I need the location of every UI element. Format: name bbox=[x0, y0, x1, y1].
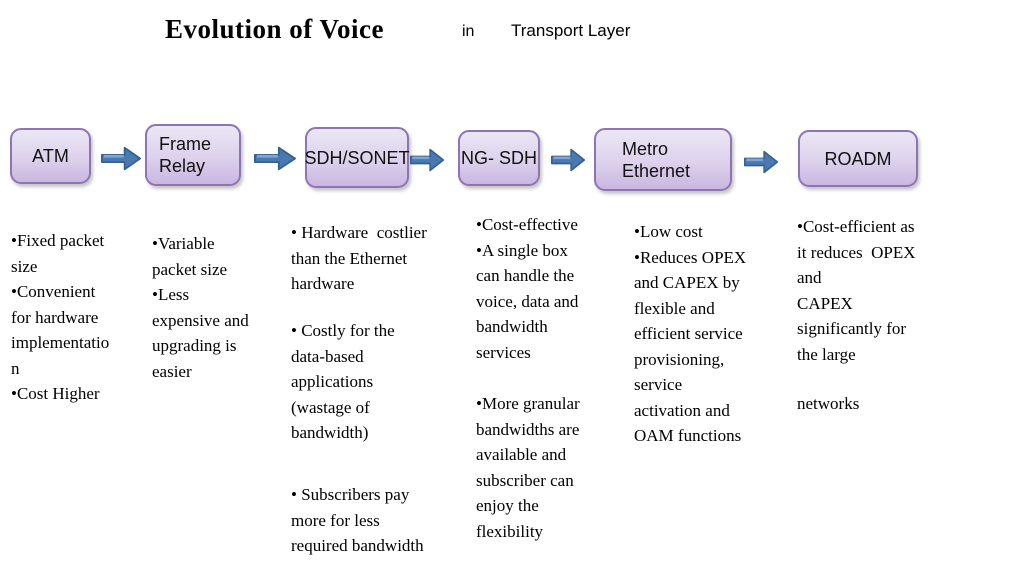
bullet-list-ng-sdh-1: •Cost-effective •A single box can handle… bbox=[476, 215, 579, 362]
flow-node-ng-sdh: NG- SDH bbox=[458, 130, 540, 186]
title-subtitle: Transport Layer bbox=[511, 21, 631, 40]
bullet-list-sdh-sonet-1: • Hardware costlier than the Ethernet ha… bbox=[291, 223, 427, 293]
bullet-list-metro-ethernet: •Low cost •Reduces OPEX and CAPEX by fle… bbox=[634, 222, 747, 445]
arrow-right-icon bbox=[551, 147, 585, 173]
bullet-list-frame-relay: •Variable packet size •Less expensive an… bbox=[152, 234, 249, 381]
flow-node-sdh-sonet: SDH/SONET bbox=[304, 127, 410, 188]
title-connector: in bbox=[462, 23, 475, 40]
bullet-list-roadm-1: •Cost-efficient as it reduces OPEX and C… bbox=[797, 217, 916, 364]
bullet-list-sdh-sonet-2: • Costly for the data-based applications… bbox=[291, 321, 395, 442]
flow-node-metro-ethernet: Metro Ethernet bbox=[594, 128, 732, 191]
flow-node-roadm-label: ROADM bbox=[824, 148, 892, 169]
arrow-right-icon bbox=[744, 149, 778, 175]
flow-node-ng-sdh-label: NG- SDH bbox=[461, 148, 537, 168]
bullet-list-sdh-sonet-3: • Subscribers pay more for less required… bbox=[291, 485, 424, 555]
bullet-list-roadm-2: networks bbox=[797, 394, 860, 413]
bullet-list-atm: •Fixed packet size •Convenient for hardw… bbox=[11, 231, 110, 403]
flow-node-frame-relay-label: Frame Relay bbox=[159, 134, 212, 176]
flow-node-roadm: ROADM bbox=[798, 130, 918, 187]
arrow-right-icon bbox=[254, 145, 296, 172]
flow-node-frame-relay: Frame Relay bbox=[145, 124, 241, 186]
flow-node-atm: ATM bbox=[10, 128, 91, 184]
flow-node-sdh-sonet-label: SDH/SONET bbox=[304, 147, 410, 168]
bullet-list-ng-sdh-2: •More granular bandwidths are available … bbox=[476, 394, 580, 541]
flow-node-atm-label: ATM bbox=[32, 146, 69, 166]
flow-node-metro-ethernet-label: Metro Ethernet bbox=[622, 138, 691, 181]
page-title: Evolution of Voice bbox=[165, 14, 385, 44]
arrow-right-icon bbox=[410, 147, 444, 173]
arrow-right-icon bbox=[101, 145, 141, 172]
